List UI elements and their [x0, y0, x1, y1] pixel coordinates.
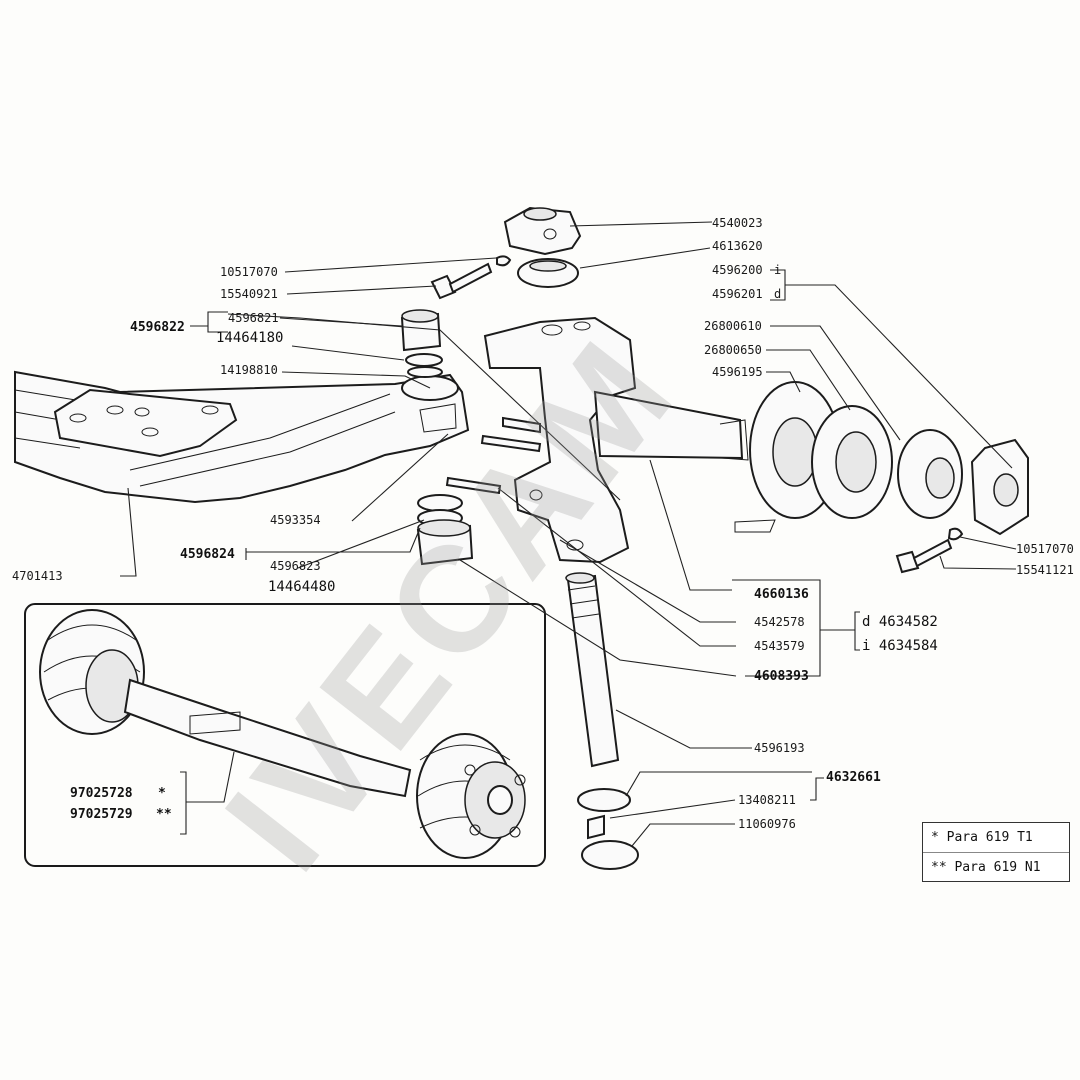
- axle-beam: [14, 370, 470, 504]
- label-4596822: 4596822: [130, 320, 185, 335]
- leader-lines: [120, 221, 1017, 847]
- label-15541121: 15541121: [1016, 563, 1074, 577]
- stud-long: [480, 434, 542, 453]
- label-4613620: 4613620: [712, 239, 763, 253]
- legend-text: Para 619 N1: [954, 860, 1041, 875]
- bushing-lower: [416, 519, 474, 566]
- steering-knuckle: [483, 316, 749, 564]
- king-pin: [565, 572, 620, 768]
- lock-washer-right: [947, 527, 964, 541]
- label-4701413: 4701413: [12, 569, 63, 583]
- label-97025729-mark: **: [156, 807, 172, 822]
- label-14198810: 14198810: [220, 363, 278, 377]
- label-11060976: 11060976: [738, 817, 796, 831]
- label-4543579: 4543579: [754, 639, 805, 653]
- label-4596823: 4596823: [270, 559, 321, 573]
- snap-ring: [577, 788, 631, 812]
- shim-upper: [407, 366, 443, 378]
- label-4632661: 4632661: [826, 770, 881, 785]
- legend-row-n1: ** Para 619 N1: [923, 852, 1069, 882]
- legend-box: * Para 619 T1 ** Para 619 N1: [922, 822, 1070, 882]
- grease-nipple: [587, 814, 605, 840]
- label-4593354: 4593354: [270, 513, 321, 527]
- label-14464180: 14464180: [216, 330, 283, 346]
- label-26800650: 26800650: [704, 343, 762, 357]
- roller-bearing-inner: [811, 405, 893, 519]
- key-pin: [502, 416, 541, 434]
- label-4596201-flag: d: [774, 287, 781, 301]
- label-14464480: 14464480: [268, 579, 335, 595]
- label-97025728: 97025728: [70, 786, 133, 801]
- clamp-block-top: [503, 206, 582, 256]
- lock-washer-top: [496, 255, 512, 267]
- label-4596200-flag: i: [774, 263, 781, 277]
- label-4634582: d 4634582: [862, 614, 938, 630]
- label-15540921: 15540921: [220, 287, 278, 301]
- bushing-upper: [400, 309, 442, 352]
- hub-nut-clamp: [970, 438, 1029, 536]
- label-97025728-mark: *: [158, 786, 166, 801]
- label-4596200: 4596200: [712, 263, 763, 277]
- stud-short: [445, 476, 502, 495]
- label-4542578: 4542578: [754, 615, 805, 629]
- label-4596824: 4596824: [180, 547, 235, 562]
- legend-row-t1: * Para 619 T1: [923, 823, 1069, 852]
- legend-mark: *: [931, 830, 939, 845]
- label-97025729: 97025729: [70, 807, 133, 822]
- label-4660136: 4660136: [754, 587, 809, 602]
- bolt-right: [895, 538, 953, 574]
- seal-ring-upper: [405, 353, 443, 367]
- roller-bearing-outer: [897, 429, 963, 519]
- label-4596195: 4596195: [712, 365, 763, 379]
- bolt-top: [430, 262, 493, 300]
- label-4596821: 4596821: [228, 311, 279, 325]
- legend-text: Para 619 T1: [946, 830, 1033, 845]
- part-labels: 4540023 4613620 10517070 15540921 459682…: [12, 216, 1074, 831]
- label-4596193: 4596193: [754, 741, 805, 755]
- label-13408211: 13408211: [738, 793, 796, 807]
- label-4634584: i 4634584: [862, 638, 938, 654]
- thrust-washer-top: [517, 258, 579, 288]
- label-10517070-top: 10517070: [220, 265, 278, 279]
- label-4608393: 4608393: [754, 669, 809, 684]
- retaining-ring: [581, 840, 639, 870]
- label-10517070-right: 10517070: [1016, 542, 1074, 556]
- label-4596201: 4596201: [712, 287, 763, 301]
- label-26800610: 26800610: [704, 319, 762, 333]
- inset-assembled-axle: [24, 603, 546, 867]
- legend-mark: **: [931, 860, 947, 875]
- label-4540023: 4540023: [712, 216, 763, 230]
